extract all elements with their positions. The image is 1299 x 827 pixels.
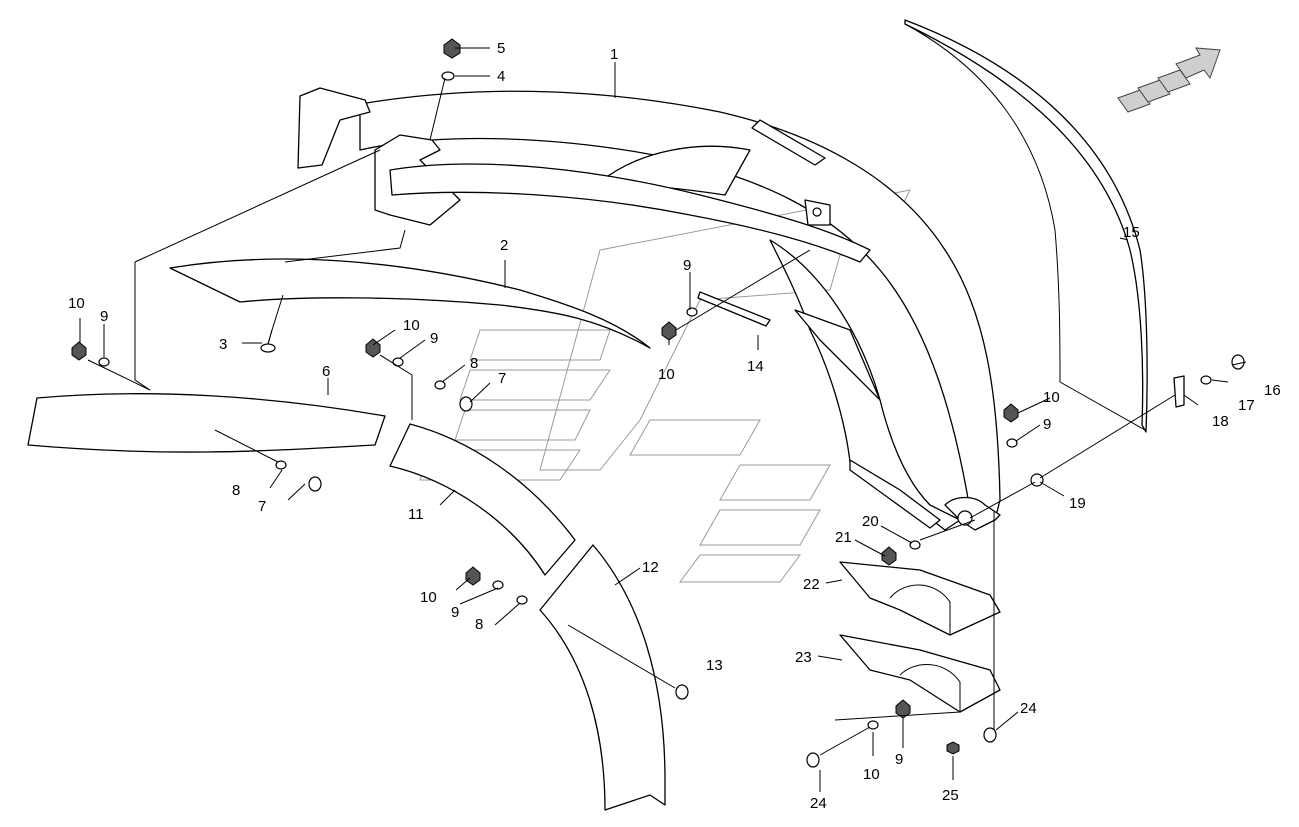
nut-10-mid	[365, 338, 381, 358]
callout-21: 21	[835, 529, 852, 546]
part-22-plate	[839, 561, 1001, 636]
bolt-3	[260, 343, 276, 353]
bolt-7-left	[308, 476, 322, 492]
washer-9-mid	[392, 357, 404, 367]
bolt-24-left	[806, 752, 820, 768]
nut-9-bottom	[895, 699, 911, 719]
nut-10-center	[661, 321, 677, 341]
part-12-mud-flap	[539, 544, 666, 811]
nut-10-left	[71, 341, 87, 361]
callout-8-mid: 8	[470, 355, 478, 372]
callout-16: 16	[1264, 382, 1281, 399]
bolt-13	[675, 684, 689, 700]
part-18-clip	[1173, 375, 1185, 408]
callout-6: 6	[322, 363, 330, 380]
callout-7-left: 7	[258, 498, 266, 515]
callout-10-mid: 10	[403, 317, 420, 334]
callout-20: 20	[862, 513, 879, 530]
callout-11: 11	[408, 506, 424, 523]
assembly-lines	[79, 47, 1247, 792]
callout-9-right: 9	[1043, 416, 1051, 433]
nut-21	[881, 546, 897, 566]
washer-4	[441, 71, 455, 81]
callout-9-left: 9	[100, 308, 108, 325]
nut-5	[443, 38, 461, 59]
washer-17	[1200, 375, 1212, 385]
callout-10-center: 10	[658, 366, 675, 383]
callout-14: 14	[747, 358, 764, 375]
washer-9-lower	[492, 580, 504, 590]
callout-2: 2	[500, 237, 508, 254]
washer-8-lower	[516, 595, 528, 605]
part-6-side-strip	[27, 393, 386, 453]
washer-8-left	[275, 460, 287, 470]
callout-9-lower: 9	[451, 604, 459, 621]
bolt-24-right	[983, 727, 997, 743]
callout-17: 17	[1238, 397, 1255, 414]
bolt-7-mid	[459, 396, 473, 412]
callout-10-right: 10	[1043, 389, 1060, 406]
bolt-16	[1231, 354, 1245, 370]
washer-9-center	[686, 307, 698, 317]
callout-7-mid: 7	[498, 370, 506, 387]
callout-23: 23	[795, 649, 812, 666]
fender-support-bracket	[297, 87, 871, 263]
callout-24-right: 24	[1020, 700, 1037, 717]
nut-10-lower	[465, 566, 481, 586]
callout-10-left: 10	[68, 295, 85, 312]
callout-25: 25	[942, 787, 959, 804]
washer-9-right	[1006, 438, 1018, 448]
callout-3: 3	[219, 336, 227, 353]
callout-10-bottom: 10	[863, 766, 880, 783]
callout-1: 1	[610, 46, 618, 63]
bolt-3-shank	[267, 329, 273, 345]
part-1-main-fender	[359, 90, 1001, 531]
callout-13: 13	[706, 657, 723, 674]
washer-10-bottom	[867, 720, 879, 730]
hardware-fasteners	[71, 38, 1245, 768]
callout-labels: 5 4 1 2 3 10 9 6 8 7 10 9 8 7 11 10 9 8 …	[68, 40, 1281, 812]
washer-9-left	[98, 357, 110, 367]
direction-arrow-icon	[1117, 47, 1221, 113]
callout-15: 15	[1123, 224, 1140, 241]
callout-9-center: 9	[683, 257, 691, 274]
callout-12: 12	[642, 559, 659, 576]
callout-19: 19	[1069, 495, 1086, 512]
washer-8-mid	[434, 380, 446, 390]
part-11-flap	[389, 423, 576, 576]
callout-8-left: 8	[232, 482, 240, 499]
part-14-reflector	[697, 291, 771, 327]
washer-20	[909, 540, 921, 550]
callout-18: 18	[1212, 413, 1229, 430]
callout-24-left: 24	[810, 795, 827, 812]
nut-10-right	[1003, 403, 1019, 423]
callout-22: 22	[803, 576, 820, 593]
spacer-19	[1030, 473, 1044, 487]
callout-9-bottom: 9	[895, 751, 903, 768]
callout-4: 4	[497, 68, 505, 85]
part-23-plate	[839, 634, 1001, 713]
callout-8-lower: 8	[475, 616, 483, 633]
callout-10-lower: 10	[420, 589, 437, 606]
part-2-fender-strip	[169, 258, 651, 349]
nut-25	[946, 741, 960, 755]
callout-5: 5	[497, 40, 505, 57]
callout-9-mid: 9	[430, 330, 438, 347]
